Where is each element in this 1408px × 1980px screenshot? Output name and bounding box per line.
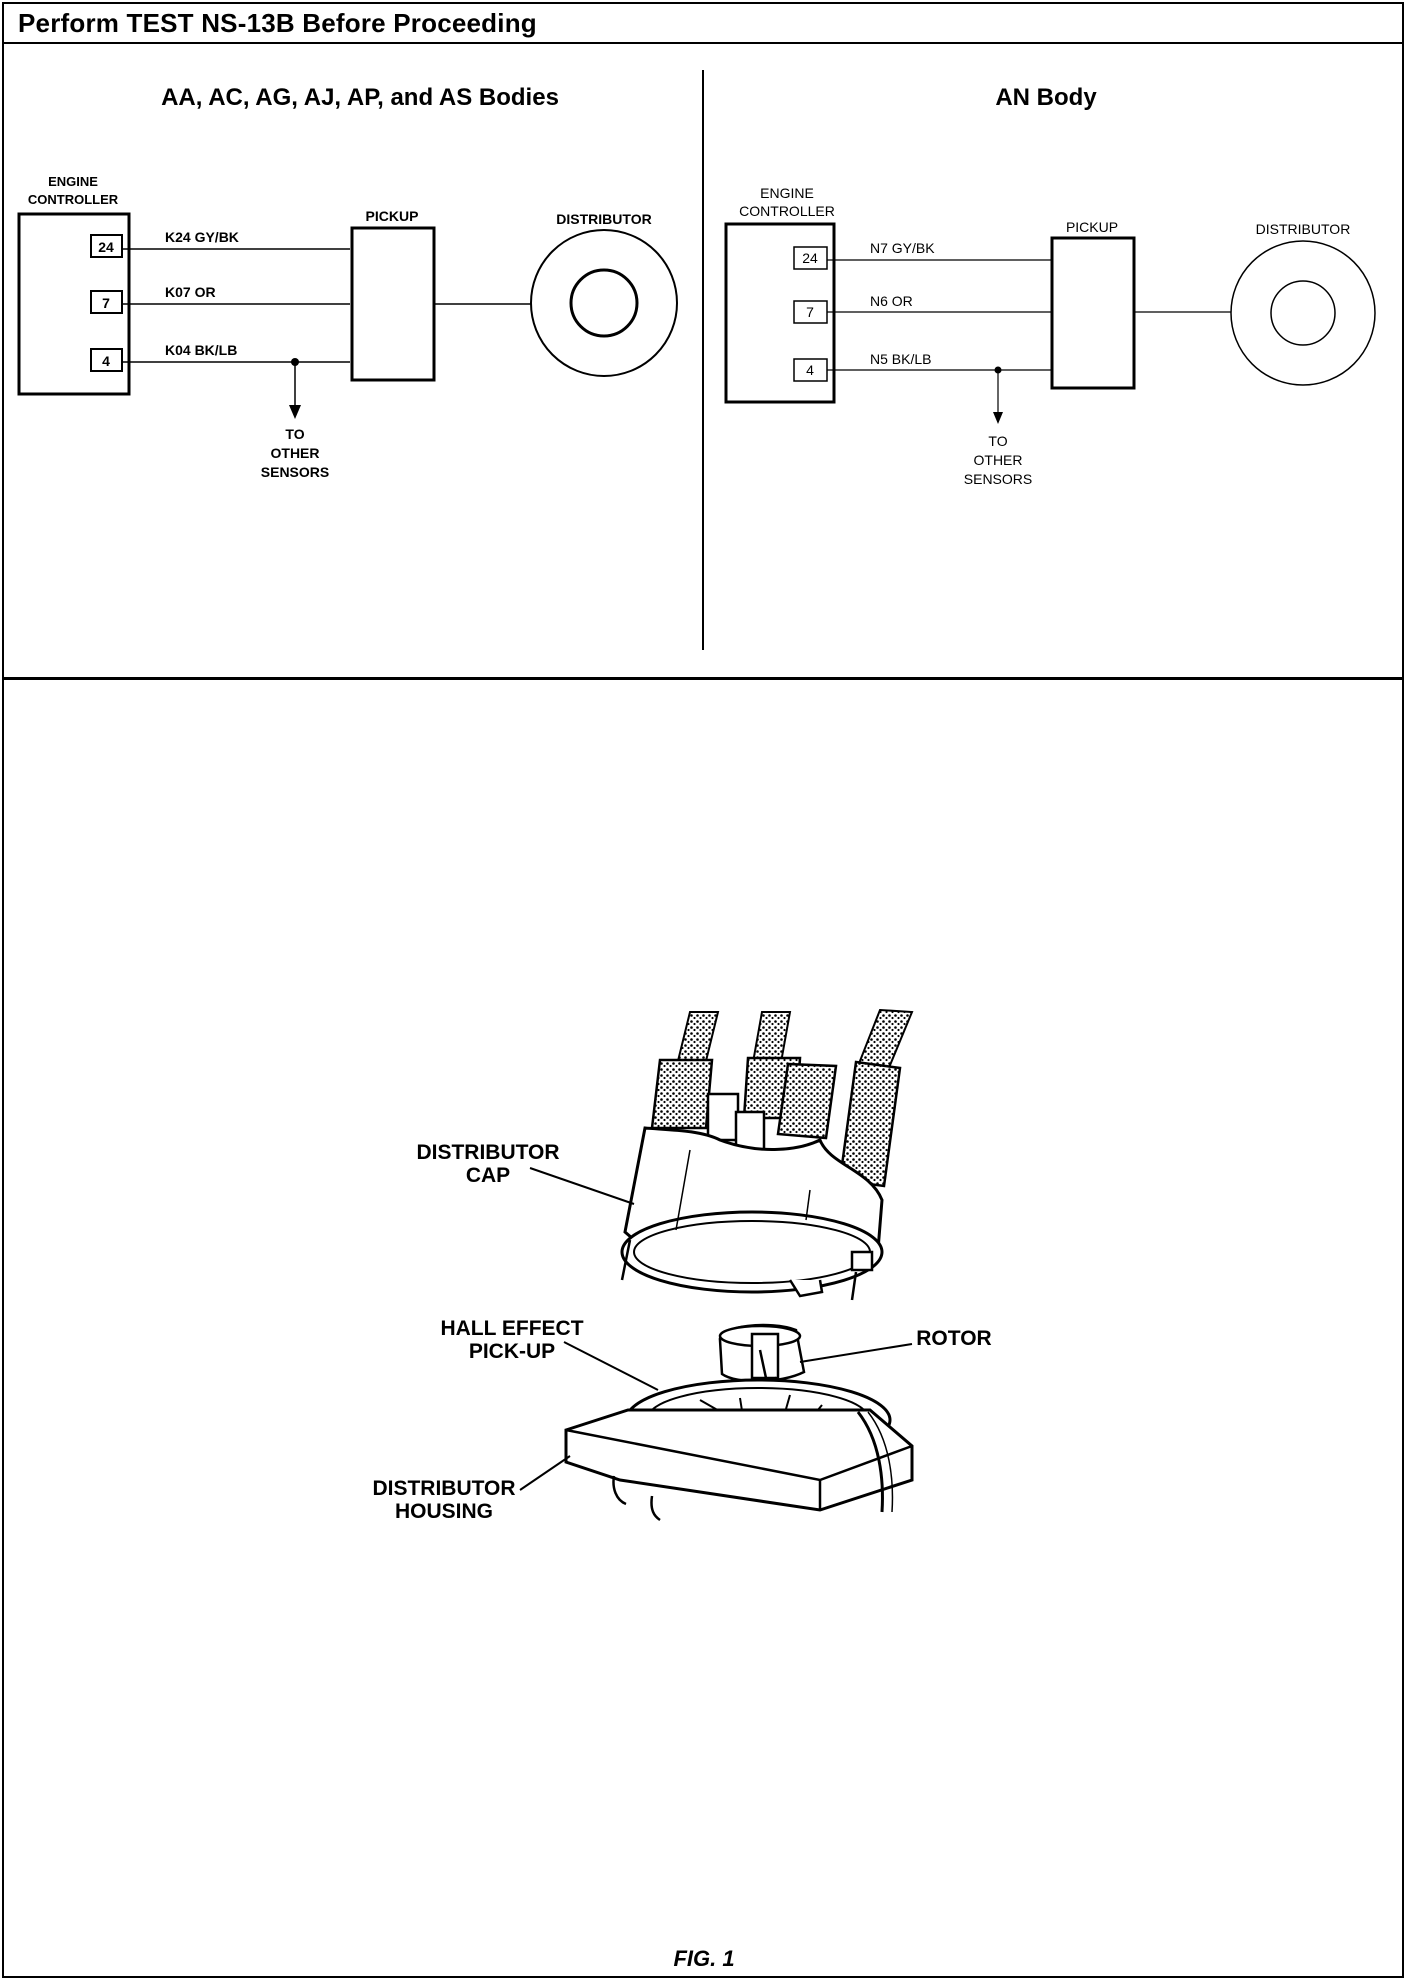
pickup-lead-wire — [856, 1411, 884, 1513]
down-arrow-icon — [289, 405, 301, 419]
distributor-label: DISTRIBUTOR — [1256, 221, 1351, 237]
wire-label: N6 OR — [870, 293, 913, 309]
right-diagram-title: AN Body — [995, 84, 1097, 111]
wire-label: N7 GY/BK — [870, 240, 935, 256]
pin-box — [90, 290, 123, 314]
pin-label: 24 — [802, 250, 818, 266]
distributor-label: DISTRIBUTOR — [556, 211, 651, 227]
distributor-housing-label: HOUSING — [395, 1500, 493, 1523]
hall-effect-pickup-label: PICK-UP — [469, 1340, 555, 1363]
pin-box — [90, 234, 123, 258]
section-divider — [2, 677, 1404, 680]
distributor-outer-ring — [530, 229, 678, 377]
to-other-sensors-label: OTHER — [974, 452, 1023, 468]
pin-box — [793, 246, 828, 270]
wire-label: K04 BK/LB — [165, 342, 237, 358]
distributor-inner-ring — [1270, 280, 1336, 346]
callout-leader — [519, 1455, 571, 1491]
pickup-lead-wire — [867, 1411, 894, 1513]
distributor-cap-label: CAP — [466, 1164, 510, 1187]
to-other-sensors-label: OTHER — [271, 445, 320, 461]
engine-controller-label: ENGINE — [48, 174, 98, 189]
left-diagram-title: AA, AC, AG, AJ, AP, and AS Bodies — [161, 84, 559, 111]
pin-label: 24 — [98, 239, 114, 255]
pickup-label: PICKUP — [1066, 219, 1118, 235]
engine-controller-box — [724, 222, 836, 404]
to-other-sensors-label: SENSORS — [964, 471, 1032, 487]
callout-leader — [529, 1167, 635, 1205]
rotor-label: ROTOR — [916, 1327, 991, 1350]
pin-label: 4 — [806, 362, 814, 378]
engine-controller-label: CONTROLLER — [739, 203, 835, 219]
callout-leader — [799, 1343, 913, 1363]
column-divider — [702, 70, 704, 650]
right-wiring-diagram: ENGINE CONTROLLER 24 7 4 N7 GY/BK N6 OR … — [724, 185, 1376, 487]
page-title: Perform TEST NS-13B Before Proceeding — [18, 8, 537, 38]
wire-label: K24 GY/BK — [165, 229, 239, 245]
engine-controller-label: ENGINE — [760, 185, 814, 201]
distributor-cap-rim — [620, 1210, 884, 1294]
wire-label: N5 BK/LB — [870, 351, 931, 367]
pickup-box — [1050, 236, 1136, 390]
housing-shaft — [612, 1475, 661, 1522]
pin-box — [90, 348, 123, 372]
distributor-inner-ring — [569, 268, 639, 338]
wire-label: K07 OR — [165, 284, 216, 300]
pin-label: 7 — [102, 295, 110, 311]
wire-boots — [650, 1056, 902, 1188]
distributor-cap-label: DISTRIBUTOR — [416, 1141, 559, 1164]
distributor-outer-ring — [1230, 240, 1376, 386]
figure-caption: FIG. 1 — [673, 1946, 735, 1971]
left-wiring-diagram: ENGINE CONTROLLER 24 7 4 K24 GY/BK K07 O… — [17, 174, 678, 480]
callout-leader — [563, 1341, 659, 1391]
to-other-sensors-label: TO — [988, 433, 1007, 449]
pickup-label: PICKUP — [366, 208, 419, 224]
pin-label: 7 — [806, 304, 814, 320]
distributor-housing-label: DISTRIBUTOR — [372, 1477, 515, 1500]
hall-effect-pickup-label: HALL EFFECT — [440, 1317, 583, 1340]
rotor — [718, 1323, 806, 1383]
cap-shading — [675, 1149, 811, 1231]
to-other-sensors-label: TO — [285, 426, 304, 442]
cap-clips — [620, 1239, 874, 1301]
pin-label: 4 — [102, 353, 110, 369]
to-other-sensors-label: SENSORS — [261, 464, 329, 480]
header-bar: Perform TEST NS-13B Before Proceeding — [2, 2, 1404, 44]
engine-controller-label: CONTROLLER — [28, 192, 119, 207]
spark-plug-wires — [675, 1008, 914, 1072]
down-arrow-icon — [993, 412, 1003, 424]
distributor-housing-base — [564, 1408, 914, 1512]
